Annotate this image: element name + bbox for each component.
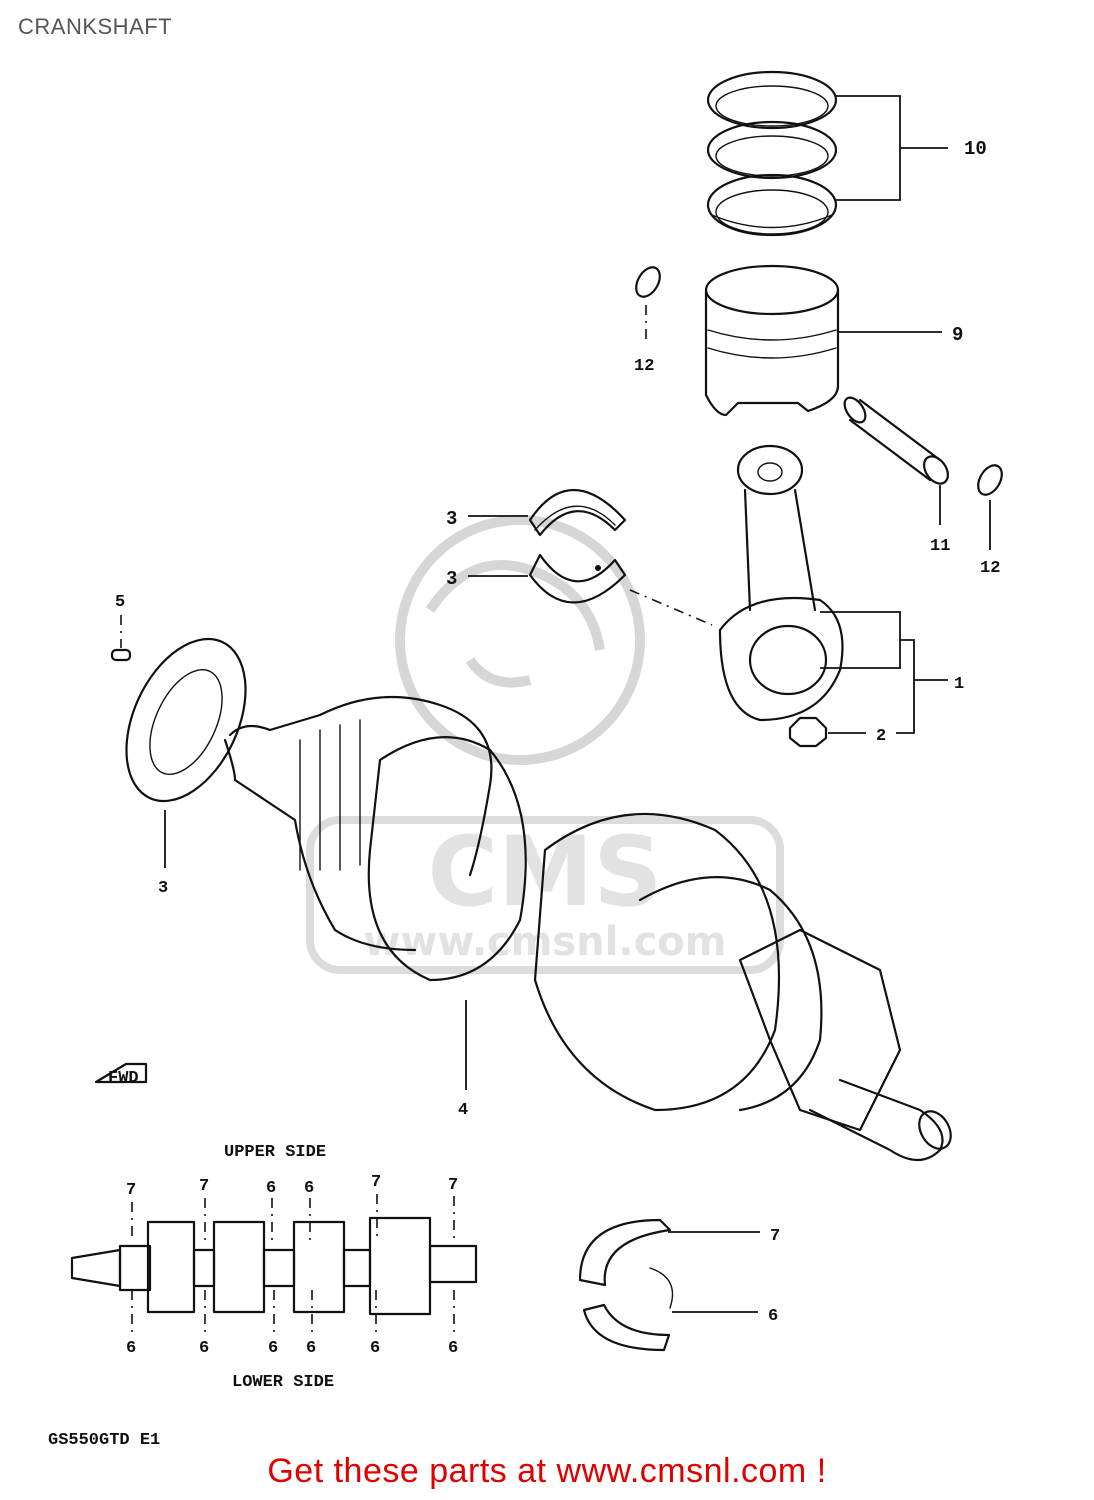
journal-upper-number: 7 (371, 1173, 381, 1192)
crankshaft[interactable] (223, 695, 957, 1162)
callout-nut: 2 (876, 727, 886, 746)
conrod-bearing-upper[interactable] (528, 488, 627, 537)
journal-lower-number: 6 (370, 1339, 380, 1358)
callout-journal-upper: 7 (770, 1227, 780, 1246)
callout-bearing-lower: 3 (446, 568, 457, 590)
journal-upper-number: 7 (448, 1176, 458, 1195)
journal-lower-number: 6 (306, 1339, 316, 1358)
callout-circlip-right: 12 (980, 559, 1000, 578)
journal-lower-number: 6 (448, 1339, 458, 1358)
connecting-rod[interactable] (718, 444, 844, 722)
circlip-left[interactable] (631, 263, 664, 301)
callout-conrod: 1 (954, 675, 964, 694)
upper-side-label: UPPER SIDE (224, 1143, 326, 1162)
callout-circlip-left: 12 (634, 357, 654, 376)
journal-upper-number: 7 (126, 1181, 136, 1200)
journal-upper-number: 6 (304, 1179, 314, 1198)
journal-lower-number: 6 (126, 1339, 136, 1358)
dowel-pin[interactable] (110, 648, 132, 662)
page-title: CRANKSHAFT (18, 14, 173, 39)
watermark-logo: CMS www.cmsnl.com (306, 515, 784, 974)
lower-side-label: LOWER SIDE (232, 1373, 334, 1392)
forward-arrow: FWD (94, 1062, 148, 1088)
watermark-site-text: www.cmsnl.com (364, 919, 727, 965)
callout-crankshaft: 4 (458, 1101, 468, 1120)
watermark-logo-text: CMS (427, 816, 662, 928)
journal-lower-number: 6 (199, 1339, 209, 1358)
model-code: GS550GTD E1 (48, 1431, 160, 1450)
callout-seal: 3 (158, 879, 168, 898)
conrod-nut[interactable] (788, 716, 828, 748)
callout-piston-pin: 11 (930, 537, 950, 556)
callout-bearing-upper: 3 (446, 508, 457, 530)
oil-seal[interactable] (103, 620, 270, 820)
journal-upper-number: 6 (266, 1179, 276, 1198)
footer-cta-link[interactable]: Get these parts at www.cmsnl.com ! (267, 1452, 827, 1490)
callout-pin: 5 (115, 593, 125, 612)
piston-pin[interactable] (840, 394, 952, 488)
journal-lower-number: 6 (268, 1339, 278, 1358)
circlip-right[interactable] (973, 461, 1006, 499)
piston[interactable] (704, 264, 840, 417)
forward-arrow-label: FWD (108, 1069, 139, 1088)
journal-upper-number: 7 (199, 1177, 209, 1196)
journal-bearing-lower[interactable] (582, 1267, 674, 1352)
journal-bearing-upper[interactable] (578, 1218, 672, 1287)
callout-journal-lower: 6 (768, 1307, 778, 1326)
piston-rings[interactable] (706, 70, 838, 237)
conrod-bearing-lower[interactable] (528, 553, 627, 604)
callout-rings: 10 (964, 138, 987, 160)
callout-piston: 9 (952, 324, 963, 346)
journal-chart: UPPER SIDE LOWER SIDE 7 7 6 6 7 7 6 6 6 … (70, 1143, 478, 1392)
